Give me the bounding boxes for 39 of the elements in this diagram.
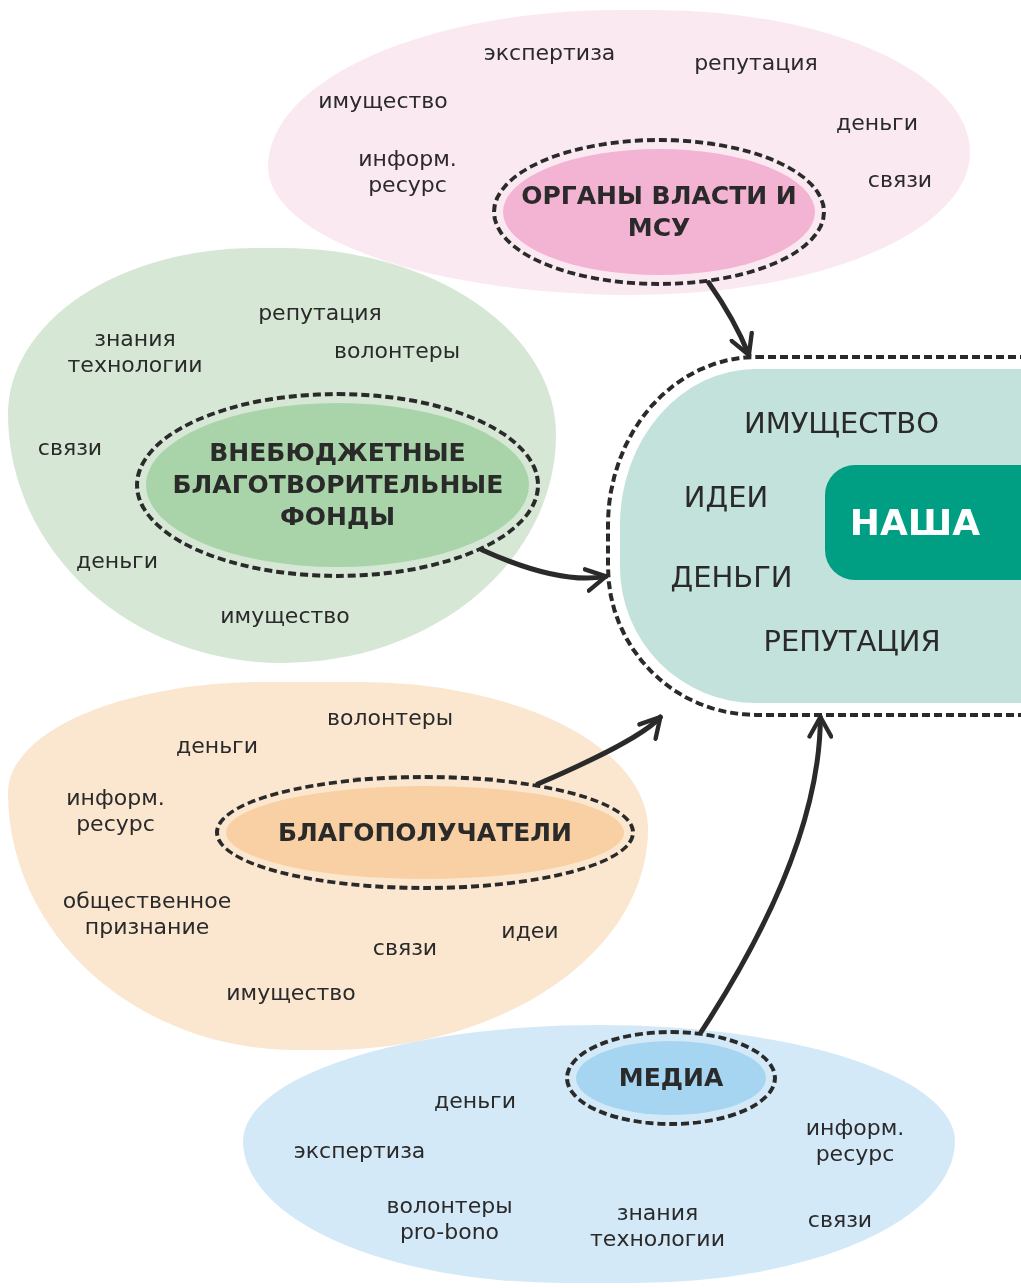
resource-label: экспертиза — [482, 40, 617, 66]
resource-label: репутация — [257, 300, 383, 326]
resource-label: деньги — [175, 733, 259, 759]
arrow — [535, 714, 663, 787]
resource-label: имущество — [225, 980, 357, 1006]
resource-label: знания технологии — [66, 326, 204, 378]
arrow — [698, 714, 833, 1035]
resource-label: имущество — [317, 88, 449, 114]
resource-label: деньги — [433, 1088, 517, 1114]
resource-label: деньги — [835, 110, 919, 136]
resource-label: волонтеры pro-bono — [385, 1193, 514, 1245]
resource-label: связи — [866, 167, 934, 193]
rounded-tab — [825, 465, 1021, 580]
resource-label: ИМУЩЕСТВО — [742, 406, 941, 440]
resource-label: РЕПУТАЦИЯ — [762, 624, 942, 658]
resource-label: связи — [371, 935, 439, 961]
resource-label: имущество — [219, 603, 351, 629]
resource-label: знания технологии — [589, 1200, 726, 1252]
resource-label: репутация — [693, 50, 819, 76]
resource-label: деньги — [75, 548, 159, 574]
resource-label: общественное признание — [61, 888, 233, 940]
resource-label: идеи — [500, 918, 560, 944]
resource-label: ИДЕИ — [682, 480, 770, 514]
resource-label: волонтеры — [326, 705, 454, 731]
arrow — [479, 547, 609, 593]
arrow — [706, 280, 754, 358]
resource-label: информ. ресурс — [357, 146, 458, 198]
node-label: БЛАГОПОЛУЧАТЕЛИ — [278, 816, 572, 849]
resource-label: информ. ресурс — [804, 1115, 906, 1167]
resource-label: связи — [36, 435, 104, 461]
node-label: ВНЕБЮДЖЕТНЫЕ БЛАГОТВОРИТЕЛЬНЫЕ ФОНДЫ — [172, 437, 503, 533]
resource-label: информ. ресурс — [65, 785, 166, 837]
node-label: ОРГАНЫ ВЛАСТИ И МСУ — [520, 180, 798, 244]
node-label: НАША — [849, 502, 981, 543]
resource-label: экспертиза — [292, 1138, 427, 1164]
resource-label: связи — [806, 1207, 874, 1233]
resource-label: ДЕНЬГИ — [669, 560, 794, 594]
node-label: МЕДИА — [618, 1062, 724, 1094]
resource-label: волонтеры — [333, 338, 461, 364]
